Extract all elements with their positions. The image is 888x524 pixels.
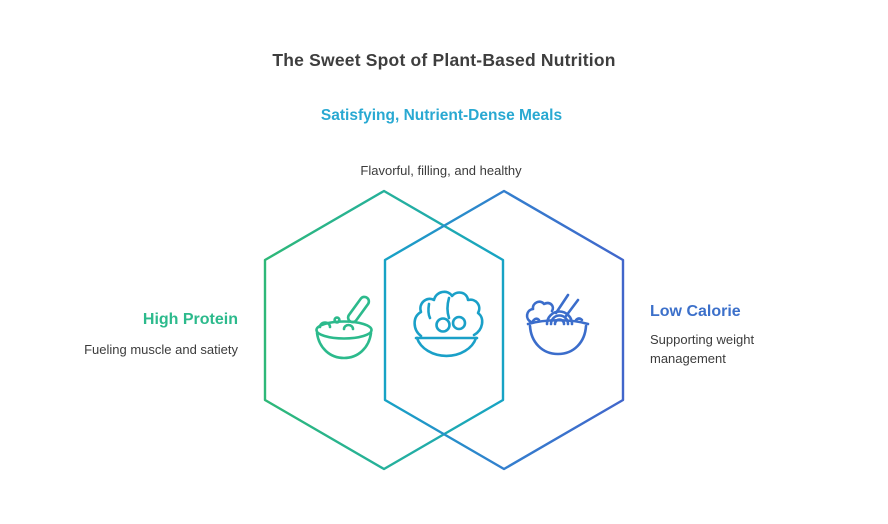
- page-title: The Sweet Spot of Plant-Based Nutrition: [272, 50, 616, 70]
- right-zone-heading: Low Calorie: [650, 303, 741, 320]
- center-zone-heading: Satisfying, Nutrient-Dense Meals: [320, 107, 563, 124]
- right-zone-subheading: Supporting weight management: [650, 332, 755, 366]
- center-zone-subheading: Flavorful, filling, and healthy: [360, 163, 522, 178]
- left-zone-label: High Protein Fueling muscle and satiety: [38, 311, 238, 359]
- porridge-bowl-icon: [315, 295, 373, 360]
- noodle-bowl-icon: [525, 293, 590, 356]
- salad-bowl-icon: [413, 290, 484, 358]
- left-zone-subheading: Fueling muscle and satiety: [84, 342, 238, 357]
- left-zone-heading: High Protein: [142, 311, 238, 328]
- right-zone-label: Low Calorie Supporting weight management: [650, 303, 785, 368]
- high-protein-hexagon: [263, 189, 505, 471]
- low-calorie-hexagon: [383, 189, 625, 471]
